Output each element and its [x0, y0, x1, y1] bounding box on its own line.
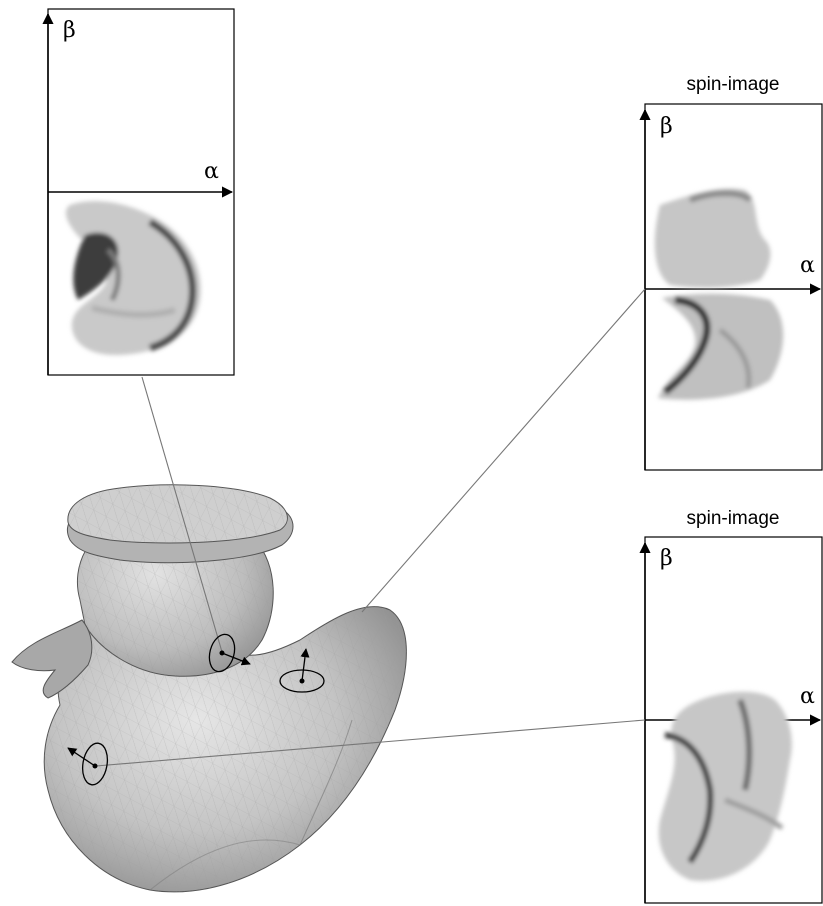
- leader-lines: [95, 288, 646, 767]
- panel-frame: [644, 103, 823, 471]
- beta-label: β: [660, 114, 673, 139]
- spin-image-blob: [65, 201, 201, 355]
- alpha-label: α: [204, 159, 219, 184]
- beta-label: β: [660, 546, 673, 571]
- panel-title: spin-image: [687, 74, 780, 95]
- duck-mesh-model: [11, 484, 407, 893]
- alpha-label: α: [800, 684, 815, 709]
- point-marker-back: [279, 648, 325, 693]
- alpha-label: α: [800, 253, 815, 278]
- spin-image-panel-right-top: spin-image β α: [639, 74, 823, 471]
- spin-image-blob: [654, 188, 784, 400]
- panel-title: spin-image: [687, 508, 780, 529]
- leader-line-right-top: [361, 288, 646, 613]
- point-marker-head: [208, 633, 251, 673]
- beta-label: β: [63, 18, 76, 43]
- spin-image-panel-right-bottom: spin-image β α: [639, 508, 823, 904]
- spin-image-panel-top-left: β α: [42, 8, 235, 376]
- leader-line-right-bottom: [95, 719, 646, 767]
- point-marker-body: [67, 742, 109, 786]
- spin-image-blob: [658, 691, 792, 881]
- duck-beak: [11, 619, 93, 699]
- leader-line-top: [141, 376, 223, 653]
